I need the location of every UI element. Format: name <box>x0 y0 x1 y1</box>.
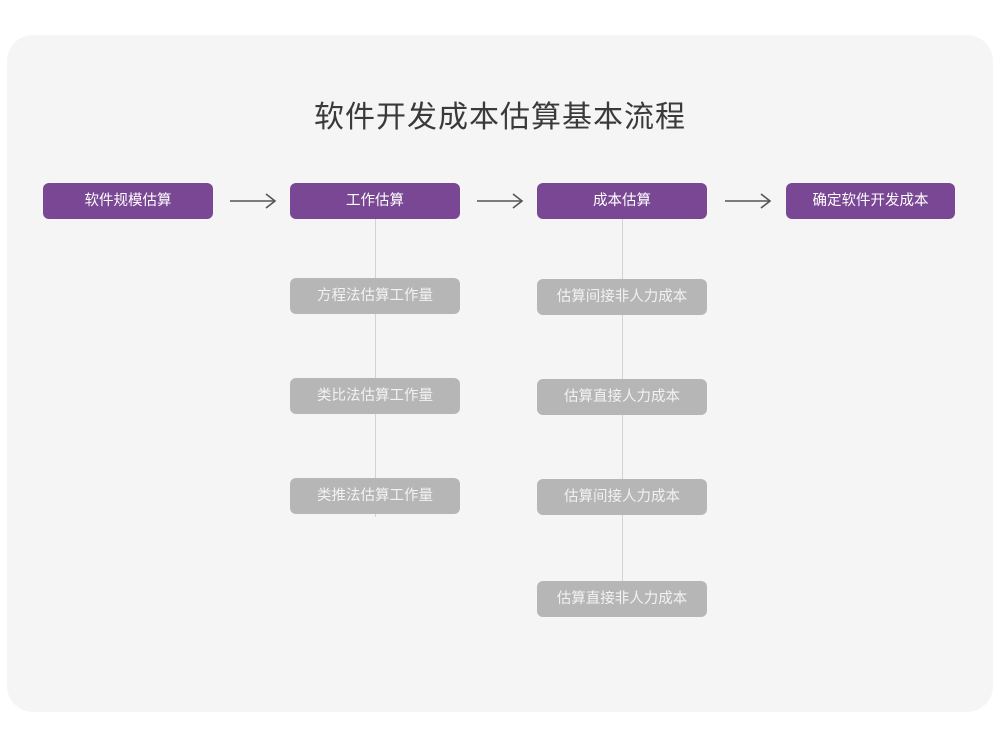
substep-effort-equation-method[interactable]: 方程法估算工作量 <box>290 278 460 314</box>
arrow-right-icon-2 <box>477 190 527 212</box>
substep-effort-analogy-method[interactable]: 类比法估算工作量 <box>290 378 460 414</box>
arrow-right-icon-3 <box>725 190 775 212</box>
substep-direct-nonlabor-cost[interactable]: 估算直接非人力成本 <box>537 581 707 617</box>
substep-direct-labor-cost[interactable]: 估算直接人力成本 <box>537 379 707 415</box>
substep-indirect-nonlabor-cost[interactable]: 估算间接非人力成本 <box>537 279 707 315</box>
step-software-size-estimation[interactable]: 软件规模估算 <box>43 183 213 219</box>
step-determine-dev-cost[interactable]: 确定软件开发成本 <box>786 183 955 219</box>
substep-indirect-labor-cost[interactable]: 估算间接人力成本 <box>537 479 707 515</box>
arrow-right-icon-1 <box>230 190 280 212</box>
step-effort-estimation[interactable]: 工作估算 <box>290 183 460 219</box>
substep-effort-inference-method[interactable]: 类推法估算工作量 <box>290 478 460 514</box>
page-title: 软件开发成本估算基本流程 <box>314 101 686 134</box>
connector-line-col1 <box>374 218 376 517</box>
content-card <box>7 35 993 712</box>
step-cost-estimation[interactable]: 成本估算 <box>537 183 707 219</box>
